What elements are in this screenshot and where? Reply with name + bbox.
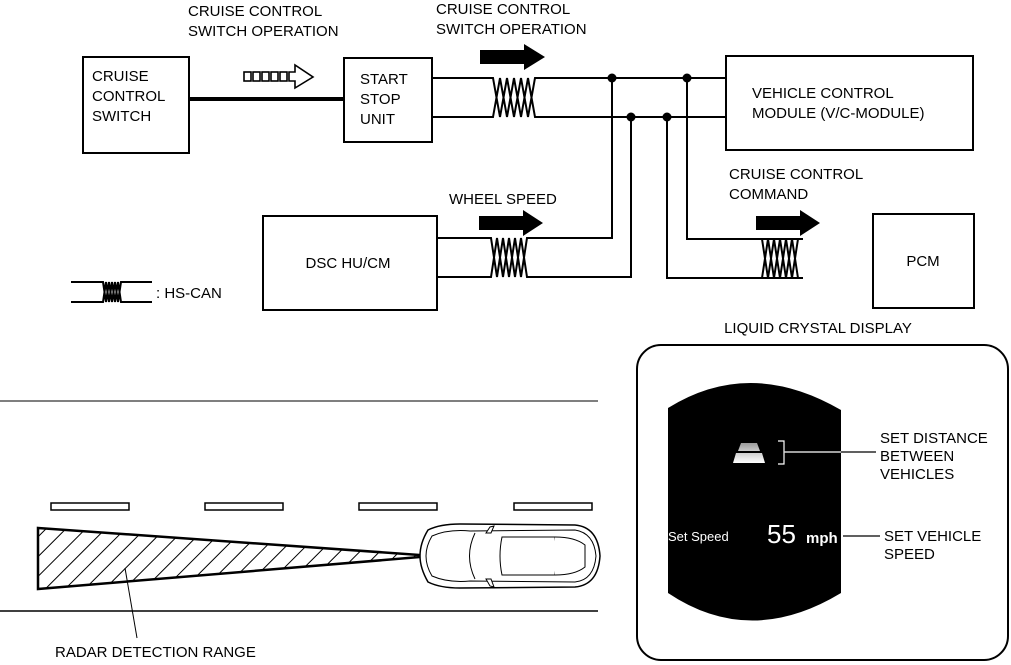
- hollow-signal-arrow-icon: [243, 63, 315, 90]
- set-vehicle-speed-callout: SET VEHICLE SPEED: [884, 528, 985, 563]
- wheel-speed-arrow-icon: [479, 210, 543, 236]
- pcm-block: PCM: [872, 213, 975, 309]
- switch-operation-label-2: CRUISE CONTROL SWITCH OPERATION: [436, 1, 587, 38]
- radar-detection-range: [36, 526, 422, 591]
- lcd-screen: [668, 382, 841, 621]
- lcd-title: LIQUID CRYSTAL DISPLAY: [724, 320, 912, 337]
- hs-can-twisted-pair-1: [432, 77, 596, 118]
- svg-text:START STOP UNIT: START STOP UNIT: [360, 71, 412, 128]
- set-distance-callout: SET DISTANCE BETWEEN VEHICLES: [880, 430, 992, 483]
- set-speed-value: 55: [767, 519, 796, 549]
- wheel-speed-label: WHEEL SPEED: [449, 191, 557, 208]
- set-speed-unit: mph: [806, 530, 838, 547]
- vehicle-top-view-icon: [419, 523, 601, 589]
- radar-detection-label: RADAR DETECTION RANGE: [55, 644, 256, 661]
- dsc-hu-cm-block: DSC HU/CM: [262, 215, 438, 311]
- can-bus-lines: [540, 77, 803, 279]
- hs-can-legend: : HS-CAN: [71, 281, 222, 303]
- switch-operation-label-1: CRUISE CONTROL SWITCH OPERATION: [188, 3, 339, 40]
- svg-text:DSC HU/CM: DSC HU/CM: [306, 255, 391, 272]
- cruise-command-label: CRUISE CONTROL COMMAND: [729, 166, 867, 203]
- start-stop-unit-block: START STOP UNIT: [343, 57, 433, 143]
- cruise-control-switch-block: CRUISE CONTROL SWITCH: [82, 56, 190, 154]
- signal-direction-arrow-icon: [480, 44, 545, 70]
- distance-bars-icon: [733, 440, 785, 465]
- svg-text:: HS-CAN: : HS-CAN: [156, 285, 222, 302]
- road-scene: RADAR DETECTION RANGE: [0, 400, 601, 661]
- svg-text:CRUISE CONTROL SWI: CRUISE CONTROL SWITCH: [92, 68, 169, 125]
- cruise-command-arrow-icon: [756, 210, 820, 236]
- lane-markings: [50, 502, 593, 511]
- svg-text:VEHICLE CONTROL MODULE (: VEHICLE CONTROL MODULE (V/C-MODULE): [752, 85, 925, 122]
- hs-can-twisted-pair-dsc: [437, 237, 540, 278]
- vehicle-control-module-block: VEHICLE CONTROL MODULE (V/C-MODULE): [725, 55, 974, 151]
- lcd-panel-frame: [636, 344, 1009, 661]
- bus-junction-dots: [607, 73, 692, 122]
- set-speed-label: Set Speed: [668, 529, 729, 544]
- hs-can-twisted-pair-pcm: [750, 238, 803, 279]
- svg-text:PCM: PCM: [906, 253, 939, 270]
